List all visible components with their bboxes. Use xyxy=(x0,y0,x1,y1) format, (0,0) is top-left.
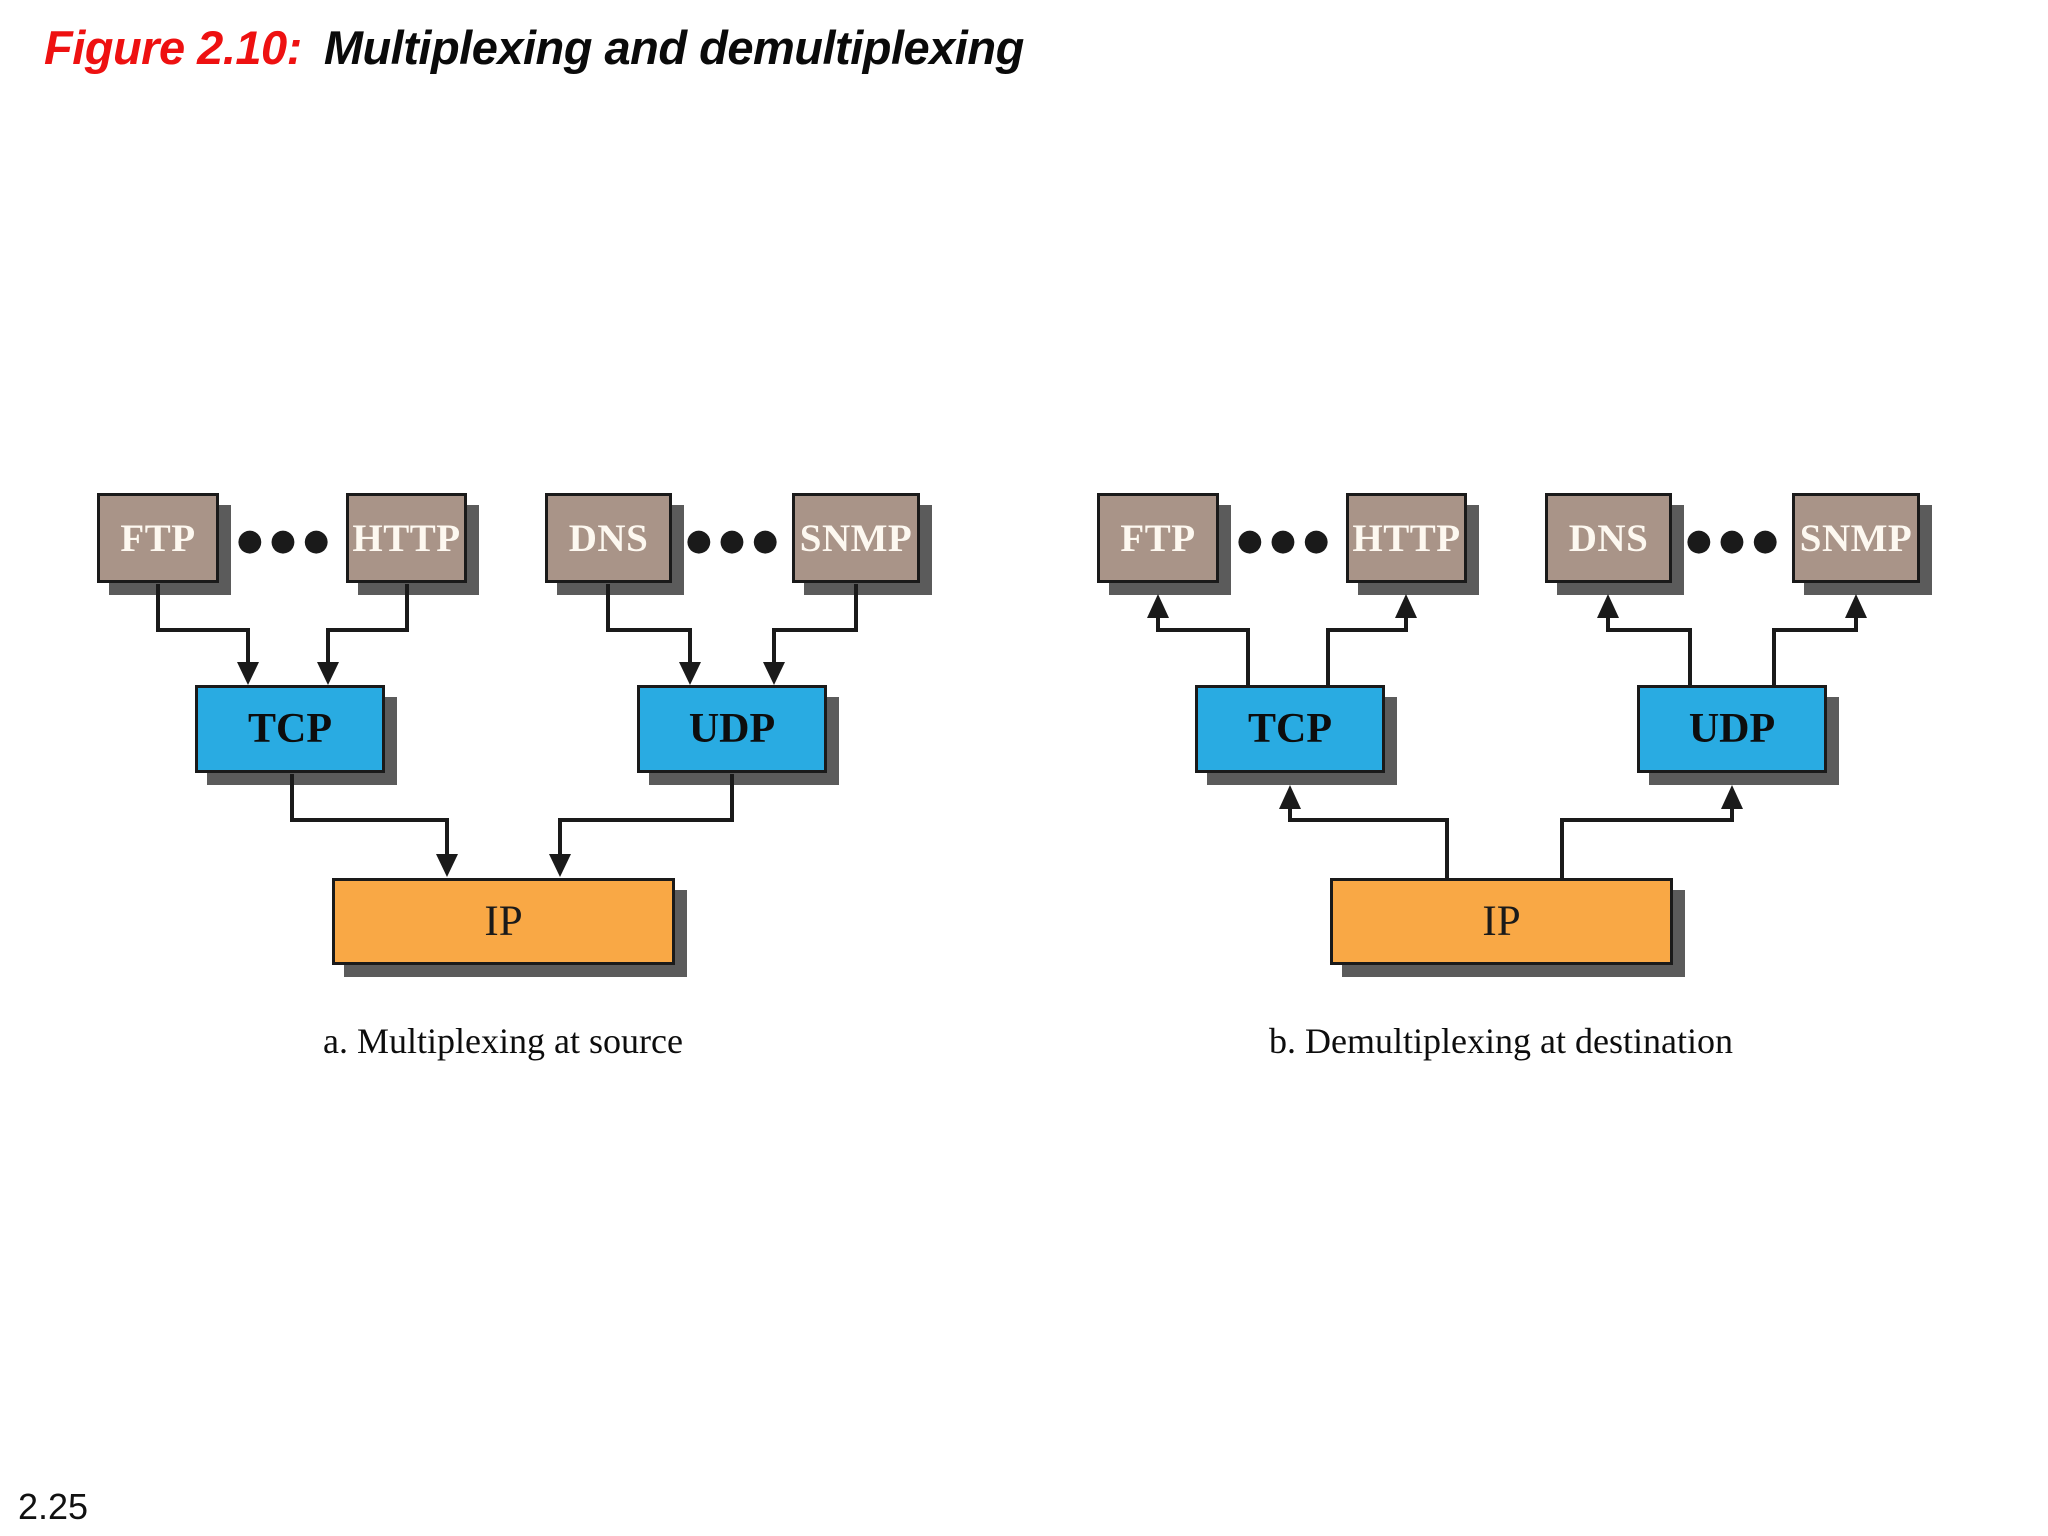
diagram-a-box-dns: DNS xyxy=(545,493,672,583)
box-label: UDP xyxy=(1688,706,1776,752)
arrowhead-up-icon xyxy=(1845,594,1867,618)
diagram-b-box-tcp: TCP xyxy=(1195,685,1385,773)
arrowhead-up-icon xyxy=(1721,785,1743,809)
diagram-a-box-snmp: SNMP xyxy=(792,493,920,583)
arrowhead-up-icon xyxy=(1147,594,1169,618)
arrowhead-down-icon xyxy=(317,662,339,685)
diagram-b-box-http: HTTP xyxy=(1346,493,1467,583)
box-label: SNMP xyxy=(1799,516,1913,560)
box-label: FTP xyxy=(1120,516,1196,560)
arrow-snmp-to-udp-a xyxy=(772,584,858,663)
diagram-b-box-ftp: FTP xyxy=(1097,493,1219,583)
arrow-ip-to-tcp-b xyxy=(1288,808,1449,878)
arrowhead-down-icon xyxy=(237,662,259,685)
page-number: 2.25 xyxy=(18,1486,89,1527)
slide-title: Figure 2.10: Multiplexing and demultiplex… xyxy=(44,20,1024,75)
box-label: FTP xyxy=(120,516,196,560)
ellipsis-dots: ●●● xyxy=(1236,522,1337,558)
arrow-tcp-to-http-b xyxy=(1326,617,1408,686)
diagram-a-box-tcp: TCP xyxy=(195,685,385,773)
ellipsis-dots: ●●● xyxy=(685,522,786,558)
ellipsis-dots: ●●● xyxy=(236,522,337,558)
box-label: IP xyxy=(1482,898,1521,945)
box-label: UDP xyxy=(688,706,776,752)
diagram-b-box-snmp: SNMP xyxy=(1792,493,1920,583)
box-label: DNS xyxy=(568,516,649,560)
ellipsis-dots: ●●● xyxy=(1685,522,1786,558)
box-label: SNMP xyxy=(799,516,913,560)
arrow-dns-to-udp-a xyxy=(606,584,692,663)
arrow-udp-to-ip-a xyxy=(558,774,734,855)
diagram-a-caption: a. Multiplexing at source xyxy=(323,1021,683,1061)
arrow-udp-to-snmp-b xyxy=(1772,617,1858,686)
box-label: HTTP xyxy=(352,516,461,560)
arrow-tcp-to-ip-a xyxy=(290,774,449,855)
arrow-ip-to-udp-b xyxy=(1560,808,1734,878)
diagram-b-box-udp: UDP xyxy=(1637,685,1827,773)
arrowhead-down-icon xyxy=(679,662,701,685)
diagram-b-box-ip: IP xyxy=(1330,878,1673,965)
arrowhead-up-icon xyxy=(1597,594,1619,618)
diagram-b-caption: b. Demultiplexing at destination xyxy=(1269,1021,1733,1061)
arrow-ftp-to-tcp-a xyxy=(156,584,250,663)
box-label: IP xyxy=(484,898,523,945)
diagram-a-box-ftp: FTP xyxy=(97,493,219,583)
box-label: TCP xyxy=(1248,706,1332,752)
diagram-a-box-udp: UDP xyxy=(637,685,827,773)
arrowhead-down-icon xyxy=(436,854,458,877)
figure-number: Figure 2.10: xyxy=(44,21,302,74)
arrow-udp-to-dns-b xyxy=(1606,617,1692,686)
arrowhead-up-icon xyxy=(1395,594,1417,618)
arrowhead-up-icon xyxy=(1279,785,1301,809)
arrow-tcp-to-ftp-b xyxy=(1156,617,1250,686)
arrowhead-down-icon xyxy=(549,854,571,877)
box-label: HTTP xyxy=(1352,516,1461,560)
arrow-http-to-tcp-a xyxy=(326,584,409,663)
figure-title: Multiplexing and demultiplexing xyxy=(323,21,1024,74)
arrowhead-down-icon xyxy=(763,662,785,685)
diagram-a-box-http: HTTP xyxy=(346,493,467,583)
box-label: TCP xyxy=(248,706,332,752)
box-label: DNS xyxy=(1568,516,1649,560)
diagram-b-box-dns: DNS xyxy=(1545,493,1672,583)
diagram-a-box-ip: IP xyxy=(332,878,675,965)
